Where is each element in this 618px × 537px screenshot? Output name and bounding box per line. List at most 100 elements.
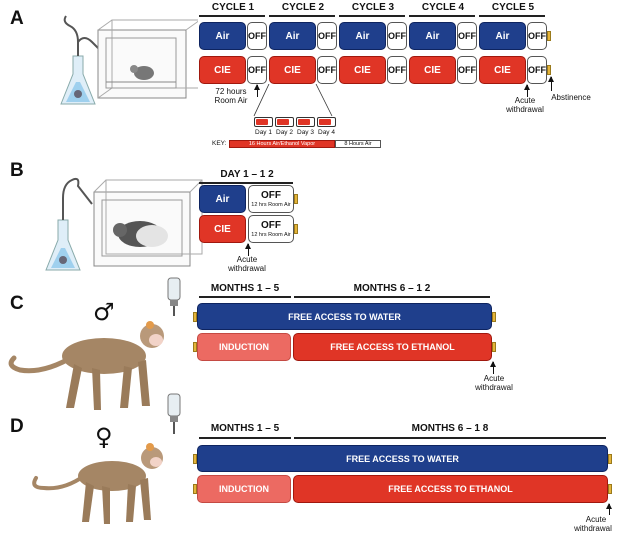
mini-day-1-box xyxy=(254,117,273,127)
cie-block-cycle-3: CIE xyxy=(339,56,386,84)
note-acute-line1-b: Acute xyxy=(236,255,258,264)
arrow-acute-withdrawal-b xyxy=(245,243,251,256)
key-label: KEY: xyxy=(212,140,227,147)
ethanol-end-marker-c xyxy=(492,342,496,352)
ethanol-start-marker-d xyxy=(193,484,197,494)
air-block-b: Air xyxy=(199,185,246,213)
note-72-hours-line2: Room Air xyxy=(214,96,248,105)
monkey-icon xyxy=(32,443,163,524)
note-acute-line1-d: Acute xyxy=(585,515,607,524)
water-bottle-icon-c xyxy=(167,277,181,316)
day-3-label: Day 3 xyxy=(297,129,314,136)
months-6-18-header-d: MONTHS 6 – 1 8 xyxy=(411,423,489,434)
cycle-3-rule xyxy=(339,15,405,17)
cie-row-end-marker xyxy=(547,65,551,75)
months-6-18-rule-d xyxy=(294,437,606,439)
key-vapor-bar: 16 Hours Air/Ethanol Vapor xyxy=(229,140,335,148)
note-acute-line1-c: Acute xyxy=(483,374,505,383)
rat-icon xyxy=(130,65,154,80)
note-abstinence: Abstinence xyxy=(551,93,591,102)
months-1-5-rule-d xyxy=(199,437,291,439)
monkey-illustration-c xyxy=(8,321,164,410)
off-sub-air-b: 12 hrs Room Air xyxy=(251,202,291,208)
off-block-cie-cycle-3: OFF xyxy=(387,56,407,84)
cycle-4-header: CYCLE 4 xyxy=(421,2,465,13)
monkey-icon xyxy=(8,321,164,410)
months-1-5-header-d: MONTHS 1 – 5 xyxy=(210,423,280,434)
off-block-cie-cycle-4: OFF xyxy=(457,56,477,84)
cycle-5-rule xyxy=(479,15,545,17)
panel-d-label: D xyxy=(10,416,24,437)
off-block-cie-cycle-5: OFF xyxy=(527,56,547,84)
air-block-cycle-3: Air xyxy=(339,22,386,50)
air-block-cycle-5: Air xyxy=(479,22,526,50)
day-4-label: Day 4 xyxy=(318,129,335,136)
cie-block-cycle-1: CIE xyxy=(199,56,246,84)
vapor-chamber-illustration-a xyxy=(60,15,198,105)
ethanol-access-bar-d: FREE ACCESS TO ETHANOL xyxy=(293,475,608,503)
cycle-2-rule xyxy=(269,15,335,17)
note-acute-line2-c: withdrawal xyxy=(475,383,513,392)
male-symbol-icon: ♂ xyxy=(93,298,115,326)
months-1-5-rule-c xyxy=(199,296,291,298)
cie-block-cycle-5: CIE xyxy=(479,56,526,84)
water-access-bar-d: FREE ACCESS TO WATER xyxy=(197,445,608,472)
cycle-2-header: CYCLE 2 xyxy=(281,2,325,13)
day-2-label: Day 2 xyxy=(276,129,293,136)
note-acute-line2-a: withdrawal xyxy=(506,105,544,114)
induction-block-d: INDUCTION xyxy=(197,475,291,503)
off-block-cie-cycle-2: OFF xyxy=(317,56,337,84)
cie-block-cycle-2: CIE xyxy=(269,56,316,84)
air-block-cycle-2: Air xyxy=(269,22,316,50)
key-air-bar: 8 Hours Air xyxy=(335,140,381,148)
mini-day-3-box xyxy=(296,117,315,127)
panel-a-label: A xyxy=(10,8,24,29)
off-block-air-cycle-5: OFF xyxy=(527,22,547,50)
air-block-cycle-4: Air xyxy=(409,22,456,50)
vapor-chamber-illustration-b xyxy=(45,177,203,271)
off-sub-cie-b: 12 hrs Room Air xyxy=(251,232,291,238)
cycle-3-header: CYCLE 3 xyxy=(351,2,395,13)
off-block-air-cycle-2: OFF xyxy=(317,22,337,50)
water-end-marker-d xyxy=(608,454,612,464)
off-block-air-cycle-3: OFF xyxy=(387,22,407,50)
arrow-abstinence xyxy=(548,76,554,91)
cycle-4-rule xyxy=(409,15,475,17)
cycle-5-header: CYCLE 5 xyxy=(491,2,535,13)
day-header-b: DAY 1 – 1 2 xyxy=(220,169,274,180)
vapor-chamber-icon xyxy=(97,19,198,99)
off-block-air-cycle-4: OFF xyxy=(457,22,477,50)
note-acute-line2-b: withdrawal xyxy=(228,264,266,273)
off-label-air-b: OFF xyxy=(261,190,281,201)
water-end-marker-c xyxy=(492,312,496,322)
months-6-12-header-c: MONTHS 6 – 1 2 xyxy=(353,283,431,294)
vapor-flask-icon xyxy=(60,15,103,105)
day-1-label: Day 1 xyxy=(255,129,272,136)
cie-b-end-marker xyxy=(294,224,298,234)
note-acute-line2-d: withdrawal xyxy=(574,524,612,533)
water-bottle-icon-d xyxy=(167,393,181,434)
water-start-marker-c xyxy=(193,312,197,322)
zoom-lines xyxy=(253,84,333,117)
water-access-bar-c: FREE ACCESS TO WATER xyxy=(197,303,492,330)
months-1-5-header-c: MONTHS 1 – 5 xyxy=(210,283,280,294)
female-symbol-icon: ♀ xyxy=(95,423,113,451)
arrow-acute-withdrawal-d xyxy=(606,503,612,515)
water-start-marker-d xyxy=(193,454,197,464)
off-label-cie-b: OFF xyxy=(261,220,281,231)
months-6-12-rule-c xyxy=(294,296,490,298)
ethanol-end-marker-d xyxy=(608,484,612,494)
vapor-flask-icon xyxy=(45,177,93,271)
rat-icon xyxy=(113,221,168,247)
mini-day-4-box xyxy=(317,117,336,127)
day-header-b-rule xyxy=(199,182,293,184)
panel-b-label: B xyxy=(10,160,24,181)
cie-block-cycle-4: CIE xyxy=(409,56,456,84)
cycle-1-rule xyxy=(199,15,265,17)
air-b-end-marker xyxy=(294,194,298,204)
off-block-cie-cycle-1: OFF xyxy=(247,56,267,84)
mini-day-2-box xyxy=(275,117,294,127)
air-row-end-marker xyxy=(547,31,551,41)
note-acute-line1-a: Acute xyxy=(514,96,536,105)
cie-block-b: CIE xyxy=(199,215,246,243)
